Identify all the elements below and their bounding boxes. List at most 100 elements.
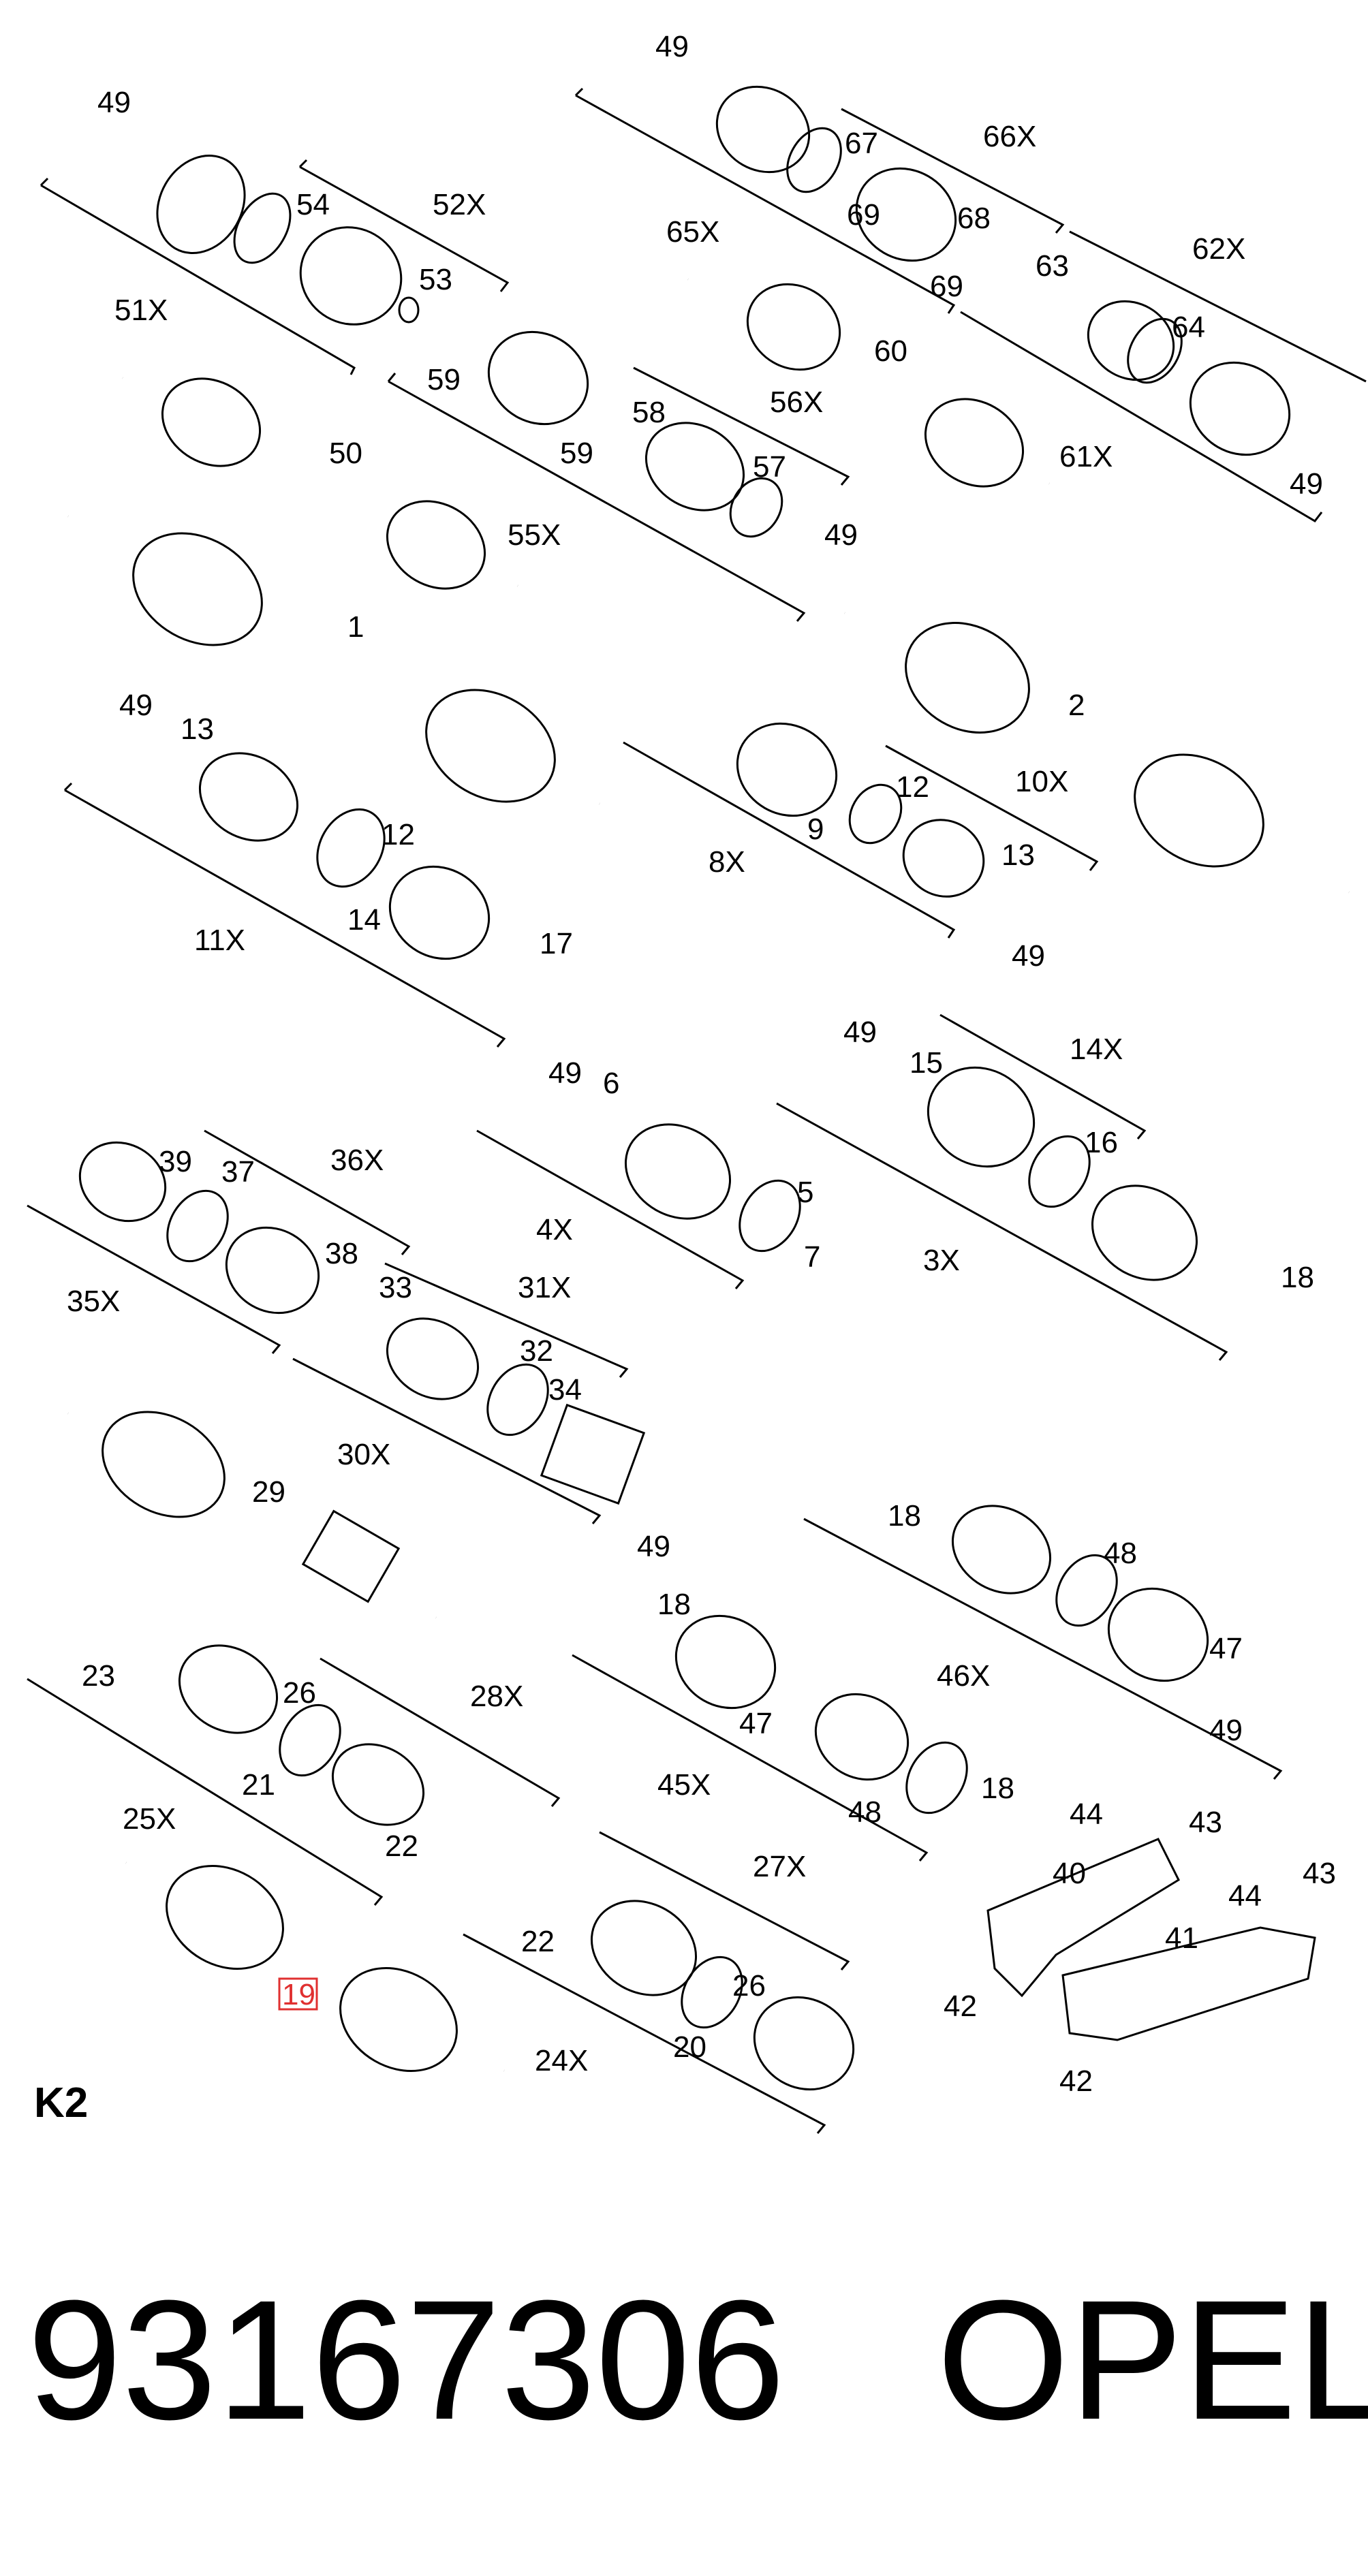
callout: 31X [518, 1271, 571, 1304]
callout: 26 [732, 1969, 766, 2002]
group-brackets [27, 87, 1367, 2134]
callout: 47 [739, 1707, 773, 1740]
callout: 15 [910, 1046, 943, 1080]
callout: 5 [797, 1176, 813, 1209]
callout: 49 [548, 1056, 582, 1090]
callout: 18 [981, 1772, 1014, 1805]
callout: 20 [673, 2030, 706, 2064]
callout: 32 [520, 1334, 553, 1368]
callout: 21 [242, 1768, 275, 1802]
callout: 4X [536, 1213, 573, 1246]
callout: 48 [848, 1795, 882, 1829]
callout: 49 [119, 689, 153, 722]
callout: 24X [535, 2044, 588, 2077]
callout: 66X [983, 120, 1036, 153]
callout: 23 [82, 1659, 115, 1693]
callout: 46X [937, 1659, 990, 1693]
callout: 14X [1070, 1033, 1123, 1066]
callout: 18 [1281, 1261, 1314, 1294]
callout: 49 [655, 30, 689, 63]
callout: 18 [888, 1499, 921, 1533]
callout: 42 [944, 1990, 977, 2023]
callout: 61X [1059, 440, 1113, 473]
callout: 12 [382, 818, 415, 851]
callout: 11X [194, 924, 245, 957]
callout: 22 [385, 1829, 418, 1863]
callout: 2 [1068, 689, 1085, 722]
callout: 49 [637, 1530, 670, 1563]
callout: 39 [159, 1145, 192, 1178]
callout: 35X [67, 1285, 120, 1318]
callout: 64 [1172, 311, 1205, 344]
callout: 13 [181, 712, 214, 746]
callout: 43 [1303, 1857, 1336, 1890]
callout: 28X [470, 1680, 523, 1713]
callout: 10X [1015, 765, 1068, 798]
callout: 59 [427, 363, 461, 396]
brand-name: OPEL [937, 2265, 1368, 2455]
callout: 60 [874, 334, 907, 368]
callout: 69 [847, 198, 880, 232]
callout: 27X [753, 1850, 806, 1883]
callout: 40 [1053, 1857, 1086, 1890]
callout: 3X [923, 1244, 960, 1277]
callout: 54 [296, 188, 330, 221]
callout: 44 [1070, 1797, 1103, 1831]
callout: 42 [1059, 2064, 1093, 2098]
callout: 53 [419, 263, 452, 296]
callout: 44 [1228, 1879, 1262, 1913]
callout: 38 [325, 1237, 358, 1270]
callout: 17 [540, 927, 573, 960]
callout: 6 [603, 1067, 619, 1100]
callout: 55X [508, 518, 561, 552]
callout: 69 [930, 270, 963, 303]
callout: 49 [1012, 939, 1045, 973]
section-label: K2 [34, 2079, 88, 2126]
highlighted-callout: 19 [282, 1978, 315, 2011]
callout: 25X [123, 1802, 176, 1836]
callout: 57 [753, 450, 786, 484]
callout: 68 [957, 202, 991, 235]
callout: 49 [843, 1016, 877, 1049]
callout: 47 [1209, 1632, 1243, 1665]
callout: 7 [804, 1240, 820, 1274]
callout: 49 [1209, 1714, 1243, 1747]
callout: 51X [114, 294, 168, 327]
callout: 49 [1290, 467, 1323, 501]
callout: 45X [657, 1768, 711, 1802]
callout: 16 [1085, 1126, 1118, 1159]
callout: 62X [1192, 232, 1245, 266]
callout: 67 [845, 127, 878, 160]
callout: 48 [1104, 1537, 1137, 1570]
callout: 14 [347, 903, 381, 937]
callout: 30X [337, 1438, 390, 1471]
callout: 36X [330, 1144, 384, 1177]
callout: 9 [807, 813, 824, 846]
callout: 1 [347, 610, 364, 644]
callout: 41 [1165, 1921, 1198, 1955]
callout: 63 [1036, 249, 1069, 283]
highlighted-callout-box [278, 1977, 318, 2011]
callout: 52X [433, 188, 486, 221]
callout: 18 [657, 1588, 691, 1621]
callout: 43 [1189, 1806, 1222, 1839]
callout: 13 [1001, 838, 1035, 872]
callout: 58 [632, 396, 666, 429]
callout: 29 [252, 1475, 285, 1509]
callout-labels: 49 51X 54 52X 53 50 59 59 55X 1 49 67 66… [34, 30, 1336, 2126]
part-number: 93167306 [27, 2265, 786, 2455]
callout: 37 [221, 1155, 255, 1189]
callout: 33 [379, 1271, 412, 1304]
callout: 49 [97, 86, 131, 119]
callout: 65X [666, 215, 719, 249]
callout: 34 [548, 1373, 582, 1407]
callout: 56X [770, 386, 823, 419]
joint-components [78, 85, 1316, 2091]
callout: 12 [896, 770, 929, 804]
callout: 22 [521, 1925, 555, 1958]
callout: 8X [709, 845, 745, 879]
callout: 26 [283, 1676, 316, 1710]
callout: 59 [560, 437, 593, 470]
callout: 49 [824, 518, 858, 552]
